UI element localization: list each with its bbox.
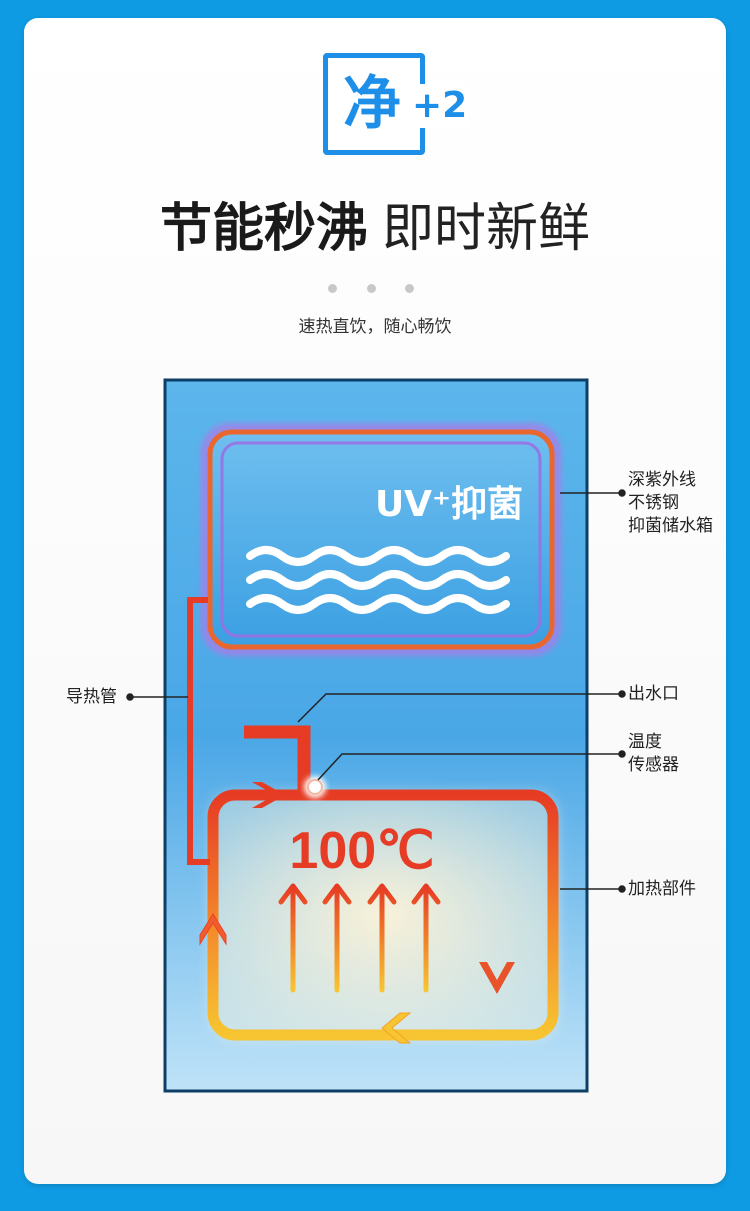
leader-lines: [126, 489, 626, 893]
sensor-label-line1: 温度: [628, 732, 662, 752]
chevron-icon: [199, 913, 412, 1044]
outlet-label: 出水口: [628, 684, 679, 704]
title-light: 即时新鲜: [382, 199, 591, 259]
temperature-value: 100℃: [289, 822, 434, 880]
badge-character: 净: [343, 69, 402, 137]
sensor-label-line2: 传感器: [628, 755, 679, 775]
heat-pipe: [187, 597, 210, 865]
arrow-up-icon: [278, 883, 441, 993]
logo-badge: [323, 53, 425, 155]
dot: [328, 284, 337, 293]
heater-label: 加热部件: [628, 879, 696, 899]
temperature-sensor: [307, 779, 323, 795]
storage-tank: [207, 429, 555, 650]
dot: [367, 284, 376, 293]
wave-icon: [246, 546, 510, 614]
badge-plus-number: +2: [410, 84, 470, 128]
page-title: 节能秒沸即时新鲜: [0, 194, 750, 264]
pipe-label: 导热管: [66, 687, 117, 707]
title-bold: 节能秒沸: [159, 199, 368, 259]
tank-label-line3: 抑菌储水箱: [628, 516, 713, 536]
uv-label: UV⁺抑菌: [375, 484, 523, 525]
tank-label-line2: 不锈钢: [628, 493, 679, 513]
dot: [405, 284, 414, 293]
pagination-dots: [0, 284, 750, 296]
outlet-pipe: [244, 725, 311, 790]
chevron-icon: [252, 782, 285, 808]
subtitle: 速热直饮，随心畅饮: [298, 317, 452, 337]
arrow-down-icon: [479, 962, 515, 994]
tank-label-line1: 深紫外线: [628, 470, 696, 490]
